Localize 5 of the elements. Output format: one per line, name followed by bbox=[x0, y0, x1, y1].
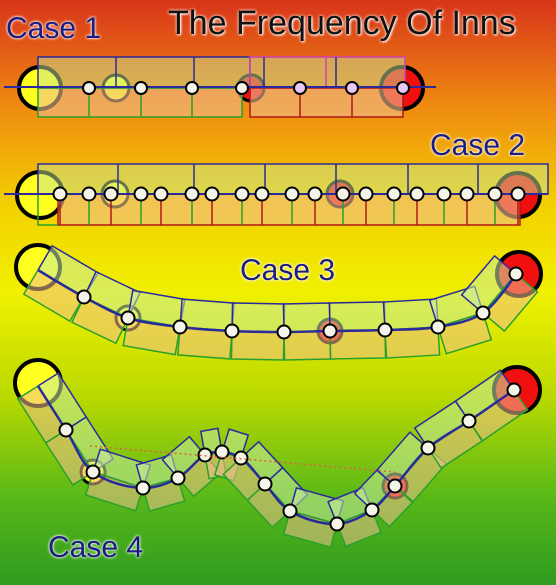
case-label: Case 1 bbox=[6, 14, 102, 44]
case-label: Case 3 bbox=[240, 256, 336, 286]
title: The Frequency Of Inns bbox=[168, 6, 516, 40]
case-label: Case 4 bbox=[48, 533, 144, 563]
case-label: Case 2 bbox=[430, 131, 526, 161]
